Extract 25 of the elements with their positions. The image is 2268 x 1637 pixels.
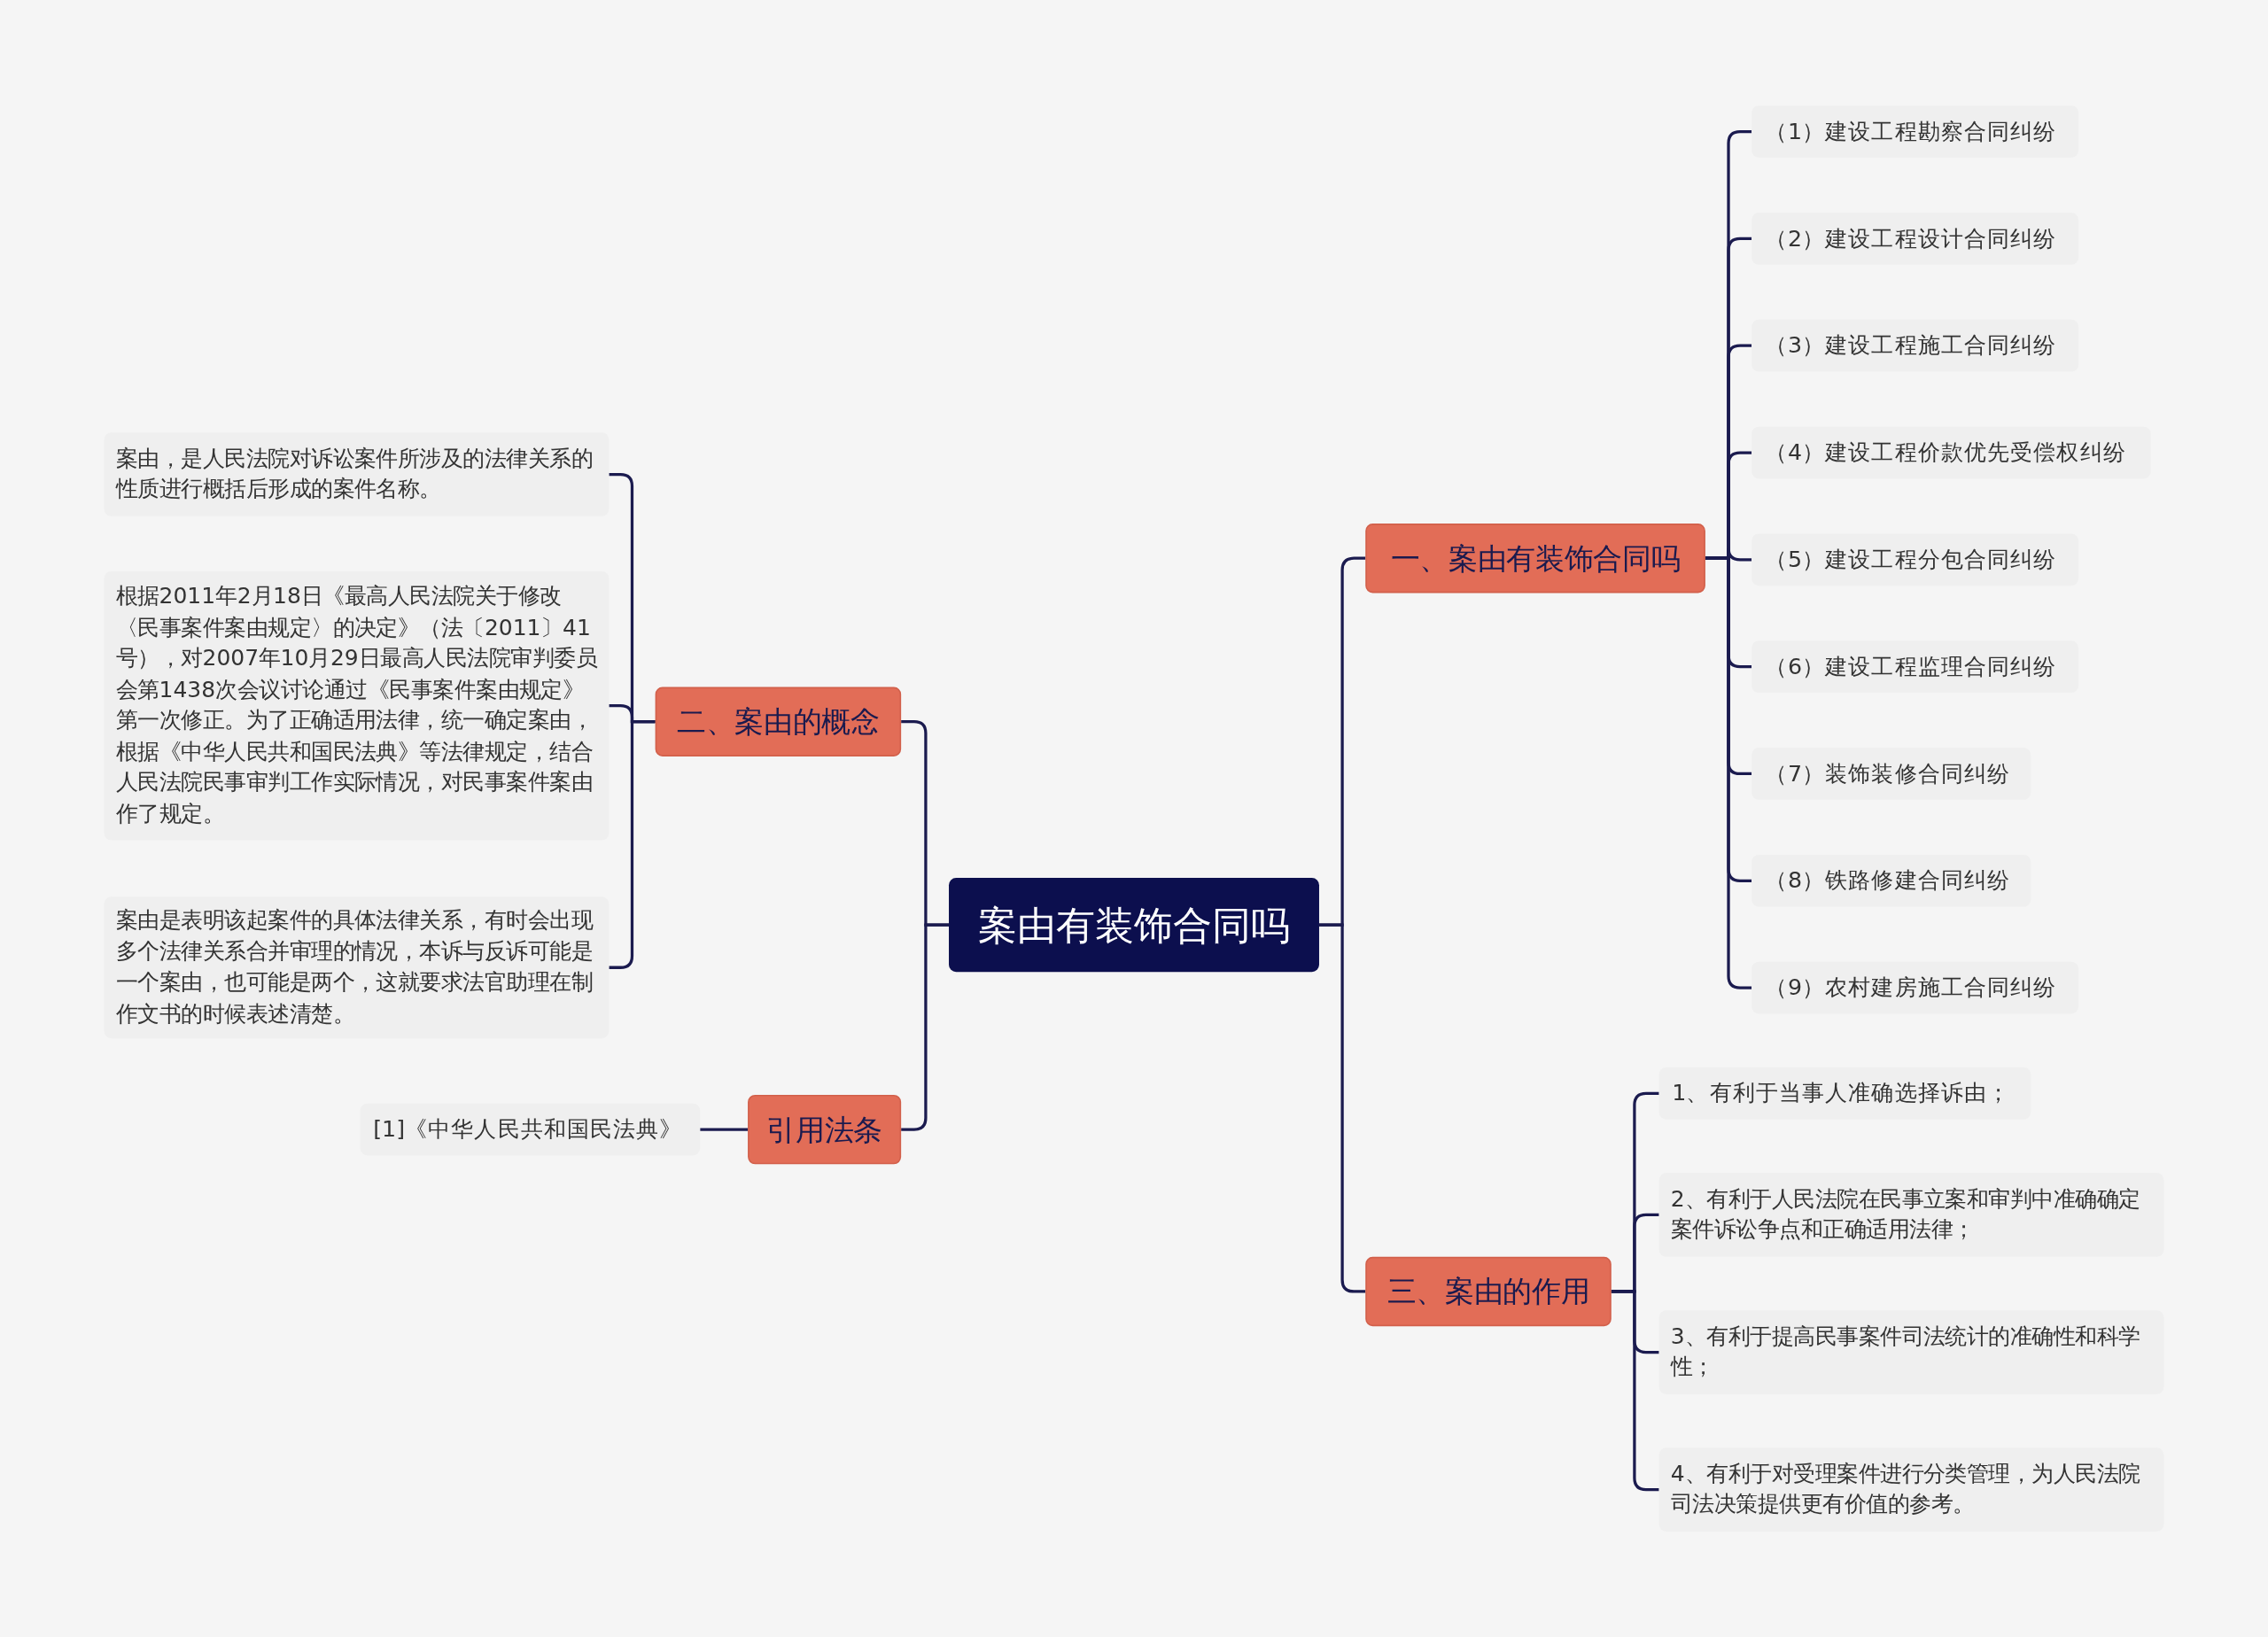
- text-box: 案由，是人民法院对诉讼案件所涉及的法律关系的性质进行概括后形成的案件名称。: [104, 432, 610, 516]
- subtopic-box: [1]《中华人民共和国民法典》: [360, 1103, 701, 1156]
- central-topic-box: 案由有装饰合同吗: [949, 878, 1319, 973]
- connector-line: [700, 1128, 749, 1131]
- connector-line: [1319, 923, 1366, 1293]
- subtopic-box: （6）建设工程监理合同纠纷: [1751, 640, 2079, 694]
- subtopic-box: （7）装饰装修合同纠纷: [1751, 748, 2031, 800]
- topic-box: 三、案由的作用: [1365, 1256, 1612, 1327]
- subtopic-box: 1、有利于当事人准确选择诉由；: [1658, 1067, 2031, 1120]
- topic-box: 一、案由有装饰合同吗: [1365, 524, 1705, 594]
- subtopic-box: （5）建设工程分包合同纠纷: [1751, 533, 2079, 586]
- text-box: 2、有利于人民法院在民事立案和审判中准确确定案件诉讼争点和正确适用法律；: [1658, 1173, 2164, 1257]
- text-box: 案由是表明该起案件的具体法律关系，有时会出现多个法律关系合并审理的情况，本诉与反诉可能是一个案由，也可能是两个，这就要求法官助理在制作文书的时候表述清楚。: [104, 896, 610, 1039]
- topic-box: 二、案由的概念: [655, 687, 902, 756]
- text-box: 4、有利于对受理案件进行分类管理，为人民法院司法决策提供更有价值的参考。: [1658, 1447, 2164, 1532]
- subtopic-box: （1）建设工程勘察合同纠纷: [1751, 105, 2079, 158]
- subtopic-box: （4）建设工程价款优先受偿权纠纷: [1751, 426, 2151, 479]
- subtopic-box: （2）建设工程设计合同纠纷: [1751, 213, 2079, 265]
- subtopic-box: （9）农村建房施工合同纠纷: [1751, 961, 2079, 1014]
- text-box: 根据2011年2月18日《最高人民法院关于修改〈民事案件案由规定〉的决定》（法〔2011〕41号），对2007年10月29日最高人民法院审判委员会第1438次会议讨论通过《民事案件案由规定》第一次修正。为了正确适用法律，统一确定案由，根据《中华人民共和国民法典》等法律规定，结合人民法院民事审判工作实际情况，对民事案件案由作了规定。: [104, 570, 610, 841]
- text-box: 3、有利于提高民事案件司法统计的准确性和科学性；: [1658, 1310, 2164, 1394]
- topic-box: 引用法条: [748, 1094, 902, 1165]
- subtopic-box: （8）铁路修建合同纠纷: [1751, 854, 2031, 907]
- connector-line: [609, 720, 656, 969]
- subtopic-box: （3）建设工程施工合同纠纷: [1751, 319, 2079, 372]
